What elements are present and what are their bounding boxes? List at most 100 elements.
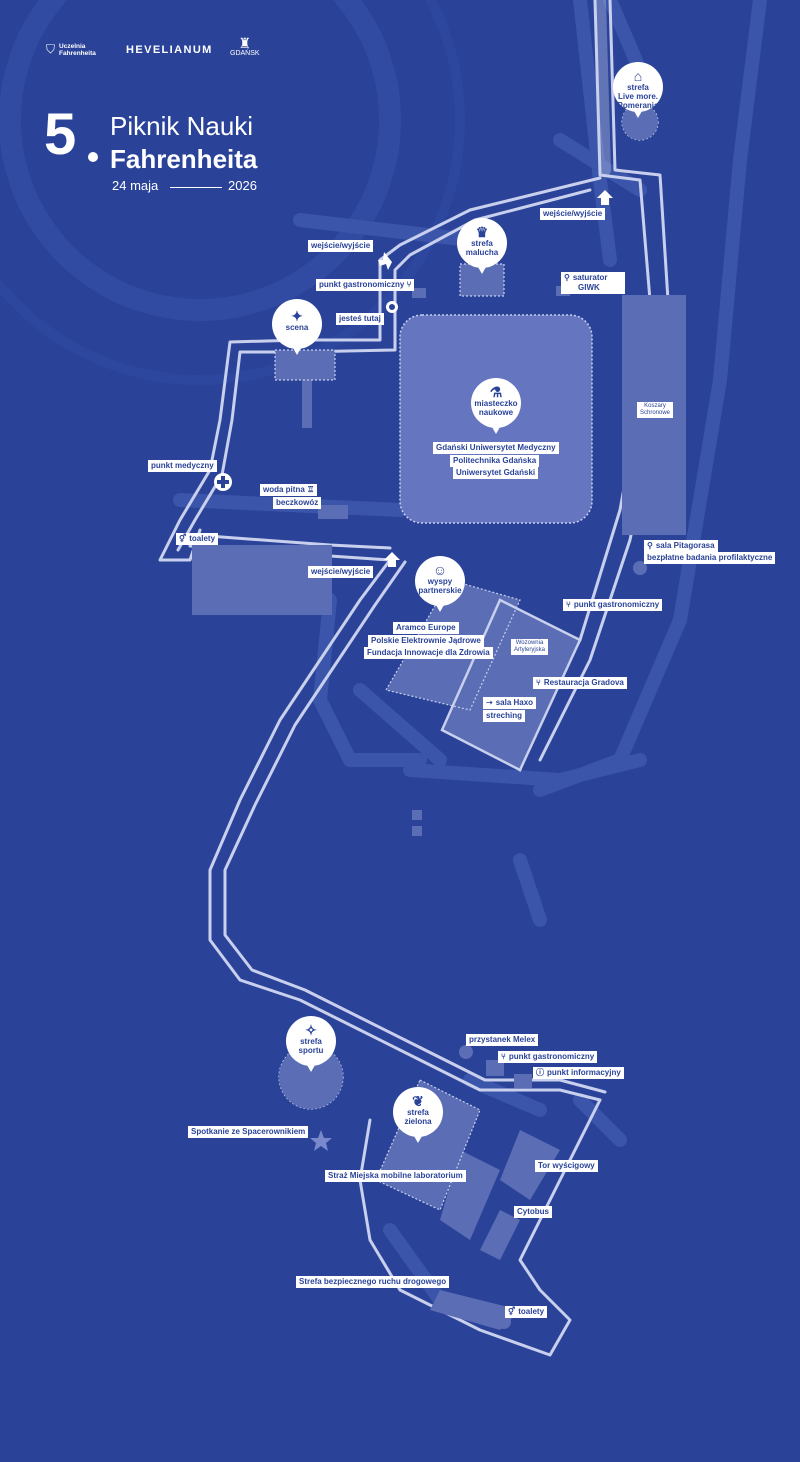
pin-wyspy-text-2: partnerskie	[418, 586, 462, 595]
pin-malucha-text-1: strefa	[471, 239, 493, 248]
title-line-2: Fahrenheita	[110, 144, 258, 174]
pin-sportu-text-2: sportu	[298, 1046, 324, 1055]
pin-strefa-sportu[interactable]: ✧ strefa sportu	[286, 1016, 336, 1072]
saturator-text-1: saturator	[572, 273, 608, 282]
label-text: toalety	[189, 534, 216, 543]
pin-live-more-text-1: strefa	[627, 83, 649, 92]
label-text: punkt informacyjny	[547, 1068, 621, 1077]
water-tap-icon: ♖	[307, 485, 315, 494]
koszary-text-2: Schronowe	[640, 410, 671, 416]
wozownia-text-2: Artyleryjska	[514, 647, 546, 653]
label-wejscie-top-left: wejście/wyjście	[308, 240, 374, 252]
pin-live-more-text-2: Live more.	[617, 92, 658, 101]
label-punkt-gastronomiczny-bottom: ⑂punkt gastronomiczny	[498, 1051, 598, 1063]
date-day: 24 maja	[112, 178, 159, 193]
crown-icon: ♛	[475, 224, 489, 240]
label-badania: bezpłatne badania profilaktyczne	[644, 552, 776, 564]
edition-number: 5	[44, 102, 77, 167]
pin-live-more[interactable]: ⌂ strefa Live more. Pomerania	[613, 62, 663, 118]
label-aramco: Aramco Europe	[393, 622, 459, 634]
pin-live-more-text-3: Pomerania	[617, 101, 659, 110]
fork-knife-icon: ⑂	[536, 678, 541, 687]
label-woda-pitna: woda pitna ♖	[260, 484, 318, 496]
crest-icon: ♜	[238, 35, 252, 51]
wozownia-text-1: Wozownia	[515, 640, 544, 646]
athlete-icon: ✧	[305, 1022, 317, 1038]
magnifier-icon: ⚲	[647, 541, 653, 550]
label-toalety-bottom: ⚥toalety	[505, 1306, 548, 1318]
label-tor-wyscigowy: Tor wyścigowy	[535, 1160, 598, 1172]
edition-dot	[88, 152, 98, 162]
pin-sportu-text-1: strefa	[300, 1037, 322, 1046]
pin-strefa-zielona[interactable]: ❦ strefa zielona	[393, 1087, 443, 1143]
label-cytobus: Cytobus	[514, 1206, 552, 1218]
fork-knife-icon: ⑂	[501, 1052, 506, 1061]
koszary-text-1: Koszary	[644, 403, 666, 409]
label-text: sala Pitagorasa	[655, 541, 715, 550]
label-toalety-left: ⚥toalety	[176, 533, 219, 545]
label-gumed: Gdański Uniwersytet Medyczny	[433, 442, 559, 454]
label-beczkowoz: beczkowóz	[273, 497, 322, 509]
saturator-text-2: GIWK	[578, 283, 600, 292]
people-icon: ☺	[432, 562, 448, 578]
flask-icon: ⚗	[489, 384, 503, 400]
leaf-icon: ❦	[412, 1093, 424, 1109]
label-punkt-gastronomiczny-right: ⑂punkt gastronomiczny	[563, 599, 663, 611]
date-year: 2026	[228, 178, 257, 193]
hevelianum-logo: HEVELIANUM	[126, 44, 213, 56]
pin-scena-text: scena	[285, 323, 309, 332]
label-wejscie-mid: wejście/wyjście	[308, 566, 374, 578]
label-strefa-ruchu: Strefa bezpiecznego ruchu drogowego	[296, 1276, 450, 1288]
label-fundacja: Fundacja Innowacje dla Zdrowia	[364, 647, 493, 659]
info-icon: ⓘ	[536, 1068, 544, 1077]
label-text: toalety	[518, 1307, 545, 1316]
gdansk-logo-text: GDAŃSK	[230, 50, 260, 57]
date-divider	[170, 187, 222, 188]
pin-wyspy-partnerskie[interactable]: ☺ wyspy partnerskie	[415, 556, 465, 612]
pin-wyspy-text-1: wyspy	[427, 577, 453, 586]
pin-malucha-text-2: malucha	[465, 248, 499, 257]
toilet-icon: ⚥	[508, 1307, 516, 1316]
label-wejscie-top-right: wejście/wyjście	[540, 208, 606, 220]
label-spacerownik: Spotkanie ze Spacerownikiem	[188, 1126, 309, 1138]
label-sala-pitagorasa: ⚲sala Pitagorasa	[644, 540, 718, 552]
pin-strefa-malucha[interactable]: ♛ strefa malucha	[457, 218, 507, 274]
pin-zielona-text-2: zielona	[404, 1117, 432, 1126]
label-punkt-medyczny: punkt medyczny	[148, 460, 217, 472]
fork-knife-icon: ⑂	[406, 280, 412, 289]
label-text: Restauracja Gradova	[543, 678, 624, 687]
label-ug: Uniwersytet Gdański	[453, 467, 539, 479]
logo-text-1: Uczelnia	[59, 42, 86, 50]
label-text: sala Haxo	[495, 698, 534, 707]
pin-scena[interactable]: ✦ scena	[272, 299, 322, 355]
gdansk-logo: ♜ GDAŃSK	[230, 36, 260, 57]
logo-text-2: Fahrenheita	[59, 49, 96, 57]
toilet-icon: ⚥	[179, 534, 187, 543]
label-pej: Polskie Elektrownie Jądrowe	[368, 635, 484, 647]
label-text: woda pitna	[263, 485, 305, 494]
pin-zielona-text-1: strefa	[407, 1108, 429, 1117]
fork-knife-icon: ⑂	[566, 600, 571, 609]
label-streching: streching	[483, 710, 526, 722]
shield-icon: ⛉	[46, 42, 56, 56]
label-straz-miejska: Straż Miejska mobilne laboratorium	[325, 1170, 466, 1182]
title-line-1: Piknik Nauki	[110, 111, 254, 141]
label-text: punkt gastronomiczny	[319, 280, 405, 289]
pin-miasteczko-text-1: miasteczko	[474, 399, 518, 408]
runner-icon: ➝	[486, 698, 493, 707]
performer-icon: ✦	[291, 308, 303, 324]
label-text: punkt gastronomiczny	[573, 600, 660, 609]
label-przystanek: przystanek Melex	[466, 1034, 539, 1046]
label-restauracja: ⑂Restauracja Gradova	[533, 677, 627, 689]
label-jestes-tutaj: jesteś tutaj	[336, 313, 384, 325]
label-pg: Politechnika Gdańska	[450, 455, 540, 467]
label-punkt-gastronomiczny-top: punkt gastronomiczny ⑂	[316, 279, 415, 291]
pin-miasteczko-naukowe[interactable]: ⚗ miasteczko naukowe	[471, 378, 521, 434]
